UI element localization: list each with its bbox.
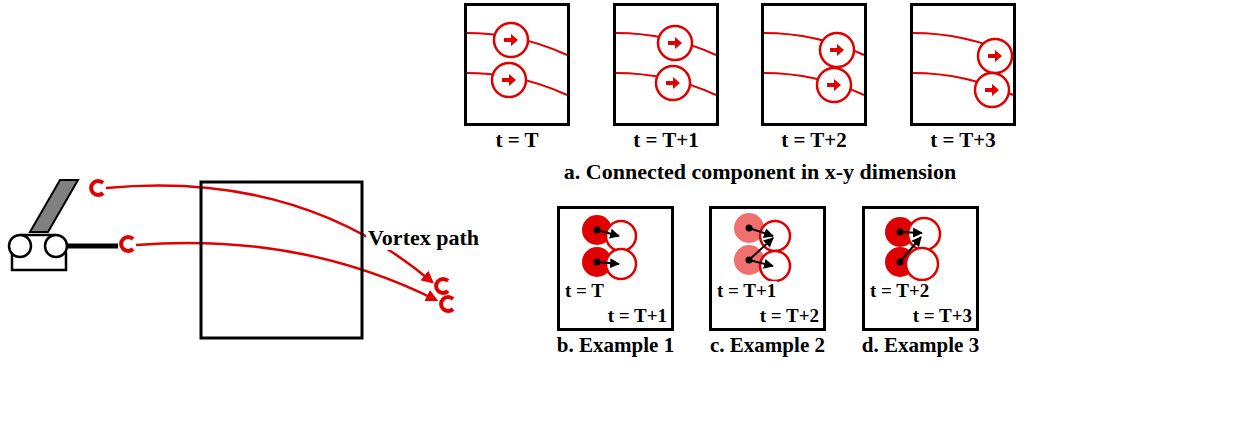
drawing-stroke [906, 248, 938, 280]
drawing-stroke [658, 26, 692, 60]
drawing-stroke [749, 260, 773, 266]
drawing-stroke [985, 84, 999, 96]
drawing-stroke [666, 77, 680, 89]
drawing-stroke [597, 230, 619, 236]
drawing-stroke [820, 33, 854, 67]
time-panel: t = T+2 [761, 3, 867, 126]
panel-caption: b. Example 1 [556, 334, 675, 357]
drawing-stroke [830, 44, 844, 56]
panel-caption: c. Example 2 [709, 334, 826, 357]
panel-art [582, 215, 636, 279]
drawing-stroke [606, 221, 636, 251]
drawing-stroke [817, 68, 851, 102]
time-panel: t = T+1 [613, 3, 719, 126]
drawing-stroke [988, 50, 1002, 62]
drawing-stroke [978, 39, 1012, 73]
drawing-stroke [504, 34, 518, 46]
drawing-stroke [502, 74, 516, 86]
panel-art [734, 213, 790, 281]
drawing-stroke [749, 228, 773, 236]
drawing-stroke [749, 238, 773, 260]
time-label: t = T+1 [716, 281, 777, 302]
drawing-stroke [900, 237, 921, 262]
drawing-stroke [827, 79, 841, 91]
panel-art [885, 217, 940, 280]
wheel [9, 235, 31, 257]
vortex-path [136, 243, 436, 300]
time-label: t = T+2 [759, 306, 820, 327]
time-label: t = T+2 [869, 281, 930, 302]
example-panel: t = T+1t = T+2c. Example 2 [709, 206, 826, 331]
drawing-stroke [668, 37, 682, 49]
bar [67, 244, 118, 249]
drawing-stroke [975, 73, 1009, 107]
view-window [201, 182, 362, 338]
drawing-stroke [494, 23, 528, 57]
panel-caption: d. Example 3 [861, 334, 980, 357]
drawing-stroke [900, 232, 922, 233]
drawing-stroke [597, 262, 619, 264]
time-panel: t = T+3 [910, 3, 1016, 126]
drawing-stroke [656, 66, 690, 100]
flap [30, 180, 78, 232]
vortex-symbol [441, 297, 453, 311]
example-panel: t = Tt = T+1b. Example 1 [557, 206, 674, 331]
panel-art [913, 33, 1013, 107]
vortex-symbol [91, 181, 103, 195]
drawing-stroke [492, 63, 526, 97]
time-label: t = T+1 [607, 306, 668, 327]
panel-caption: t = T [494, 129, 539, 152]
example-panel: t = T+2t = T+3d. Example 3 [862, 206, 979, 331]
time-label: t = T [564, 281, 605, 302]
panel-caption: t = T+2 [780, 129, 848, 152]
drawing-stroke [760, 251, 790, 281]
time-label: t = T+3 [912, 306, 973, 327]
figure-caption: a. Connected component in x-y dimension [562, 160, 958, 184]
panel-art [616, 26, 716, 100]
drawing-stroke [908, 218, 940, 250]
vortex-symbol [121, 237, 133, 251]
vehicle [9, 180, 118, 270]
panel-caption: t = T+3 [929, 129, 997, 152]
panel-caption: t = T+1 [632, 129, 700, 152]
wheel [45, 235, 67, 257]
vortex-symbol [436, 279, 448, 293]
time-panel: t = T [464, 3, 570, 126]
path-label: Vortex path [366, 226, 481, 250]
panel-art [764, 33, 864, 102]
panel-art [467, 23, 567, 97]
